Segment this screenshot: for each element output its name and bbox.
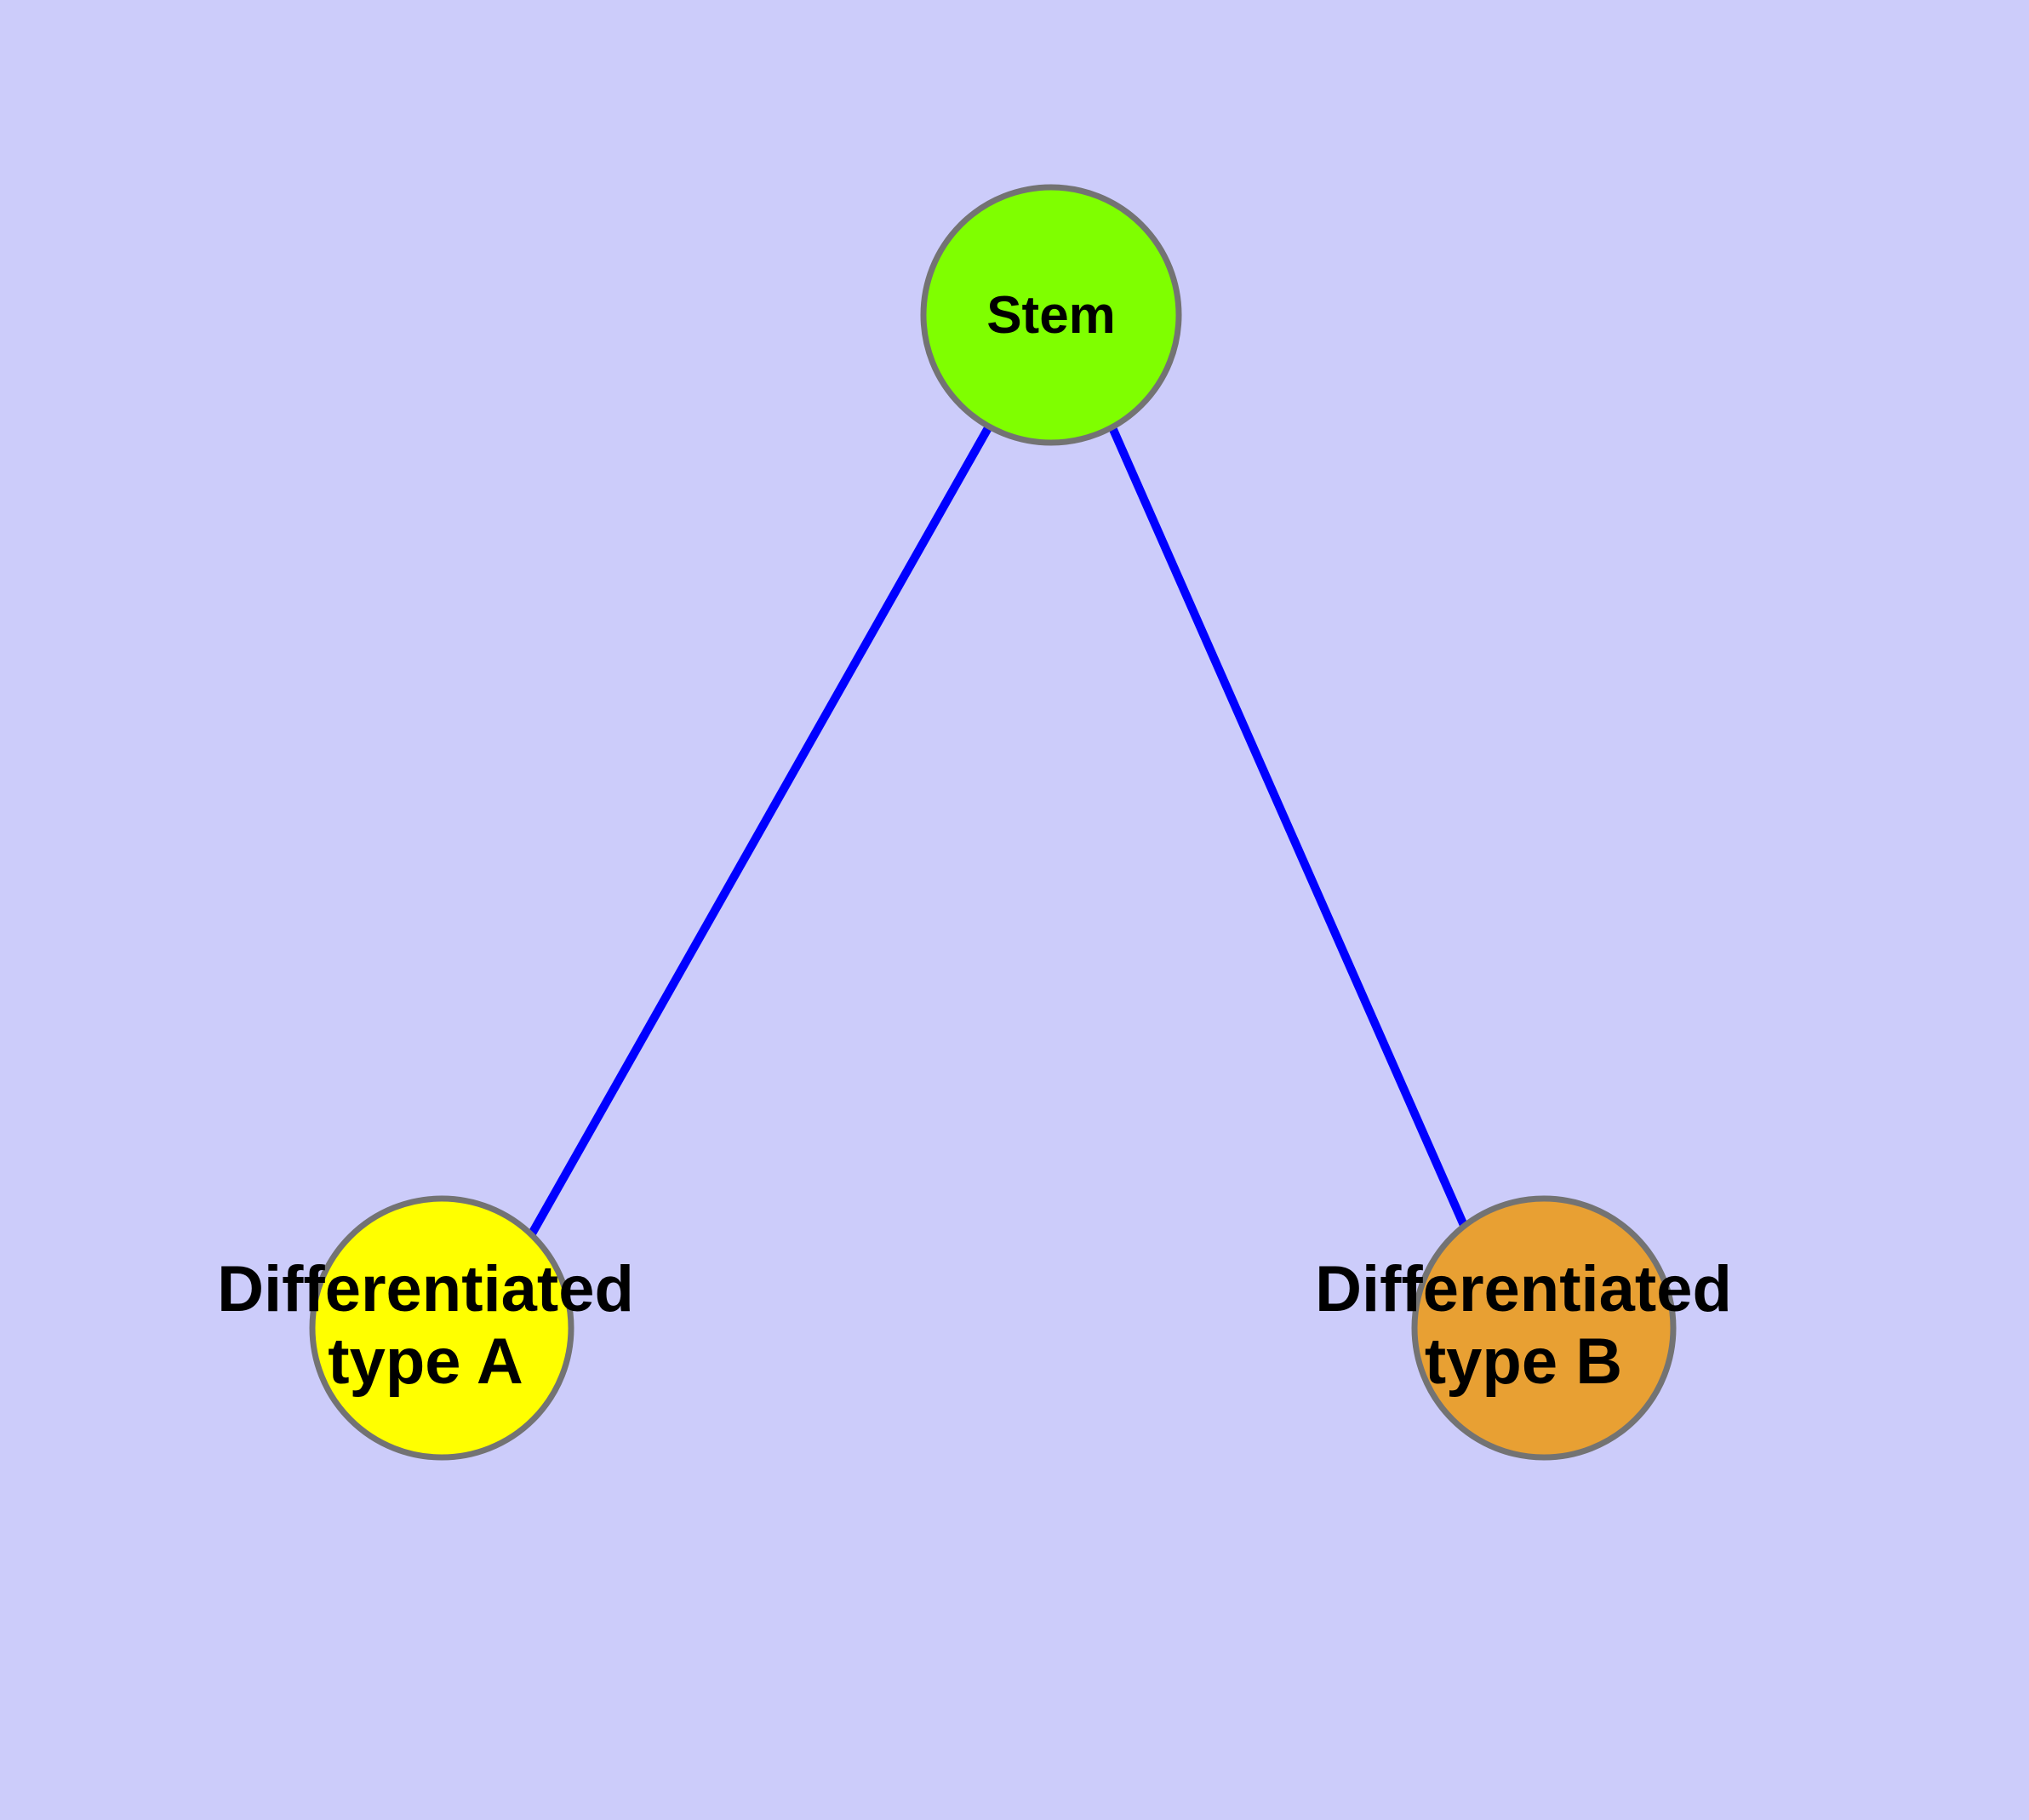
edge-layer — [527, 423, 1470, 1238]
node-differentiated-type-b[interactable] — [1411, 1195, 1677, 1461]
node-layer — [309, 184, 1677, 1461]
node-differentiated-type-a[interactable] — [309, 1195, 574, 1461]
edge-stem-to-differentiated-type-a[interactable] — [527, 424, 993, 1238]
edge-stem-to-differentiated-type-b[interactable] — [1107, 423, 1470, 1232]
node-stem[interactable] — [920, 184, 1182, 446]
